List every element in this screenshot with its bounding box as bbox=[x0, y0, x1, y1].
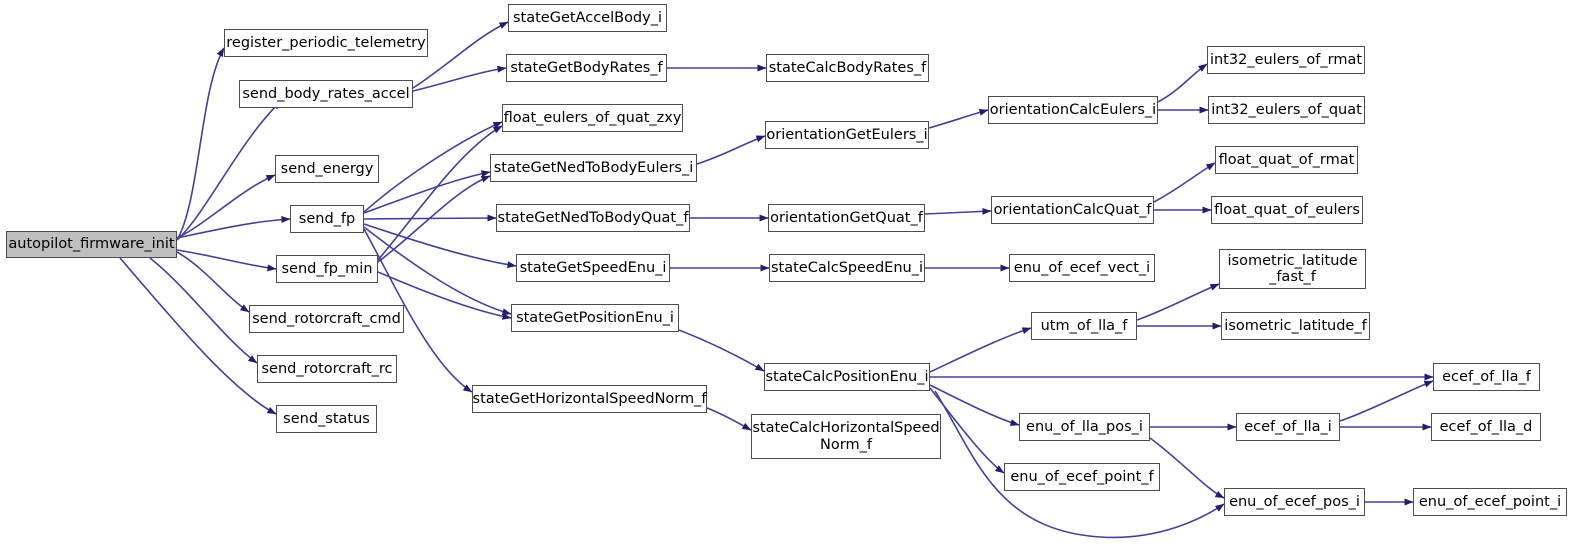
edge-send_fp-to-stateGetSpeedEnu_i bbox=[363, 223, 517, 269]
graph-node-ecef_of_lla_i[interactable]: ecef_of_lla_i bbox=[1236, 413, 1340, 441]
edge-send_fp-to-stateGetNedToBodyQuat_f bbox=[363, 214, 497, 222]
edge-send_fp_min-to-float_eulers_of_quat_zxy bbox=[377, 125, 503, 261]
graph-node-orientationGetQuat_f[interactable]: orientationGetQuat_f bbox=[768, 204, 925, 232]
graph-node-isometric_latitude_f[interactable]: isometric_latitude_f bbox=[1221, 312, 1370, 340]
edge-autopilot_firmware_init-to-register_periodic_telemetry bbox=[176, 47, 225, 241]
edge-stateGetNedToBodyEulers_i-to-orientationGetEulers_i bbox=[696, 135, 766, 165]
graph-node-autopilot_firmware_init[interactable]: autopilot_firmware_init bbox=[6, 231, 177, 258]
graph-node-enu_of_lla_pos_i[interactable]: enu_of_lla_pos_i bbox=[1019, 413, 1150, 441]
edge-send_fp-to-float_eulers_of_quat_zxy bbox=[363, 121, 503, 213]
edge-autopilot_firmware_init-to-send_rotorcraft_cmd bbox=[176, 251, 250, 313]
graph-node-stateGetHorizontalSpeedNorm_f[interactable]: stateGetHorizontalSpeedNorm_f bbox=[472, 385, 707, 413]
graph-node-orientationGetEulers_i[interactable]: orientationGetEulers_i bbox=[765, 121, 929, 149]
edge-ecef_of_lla_i-to-ecef_of_lla_f bbox=[1339, 380, 1434, 422]
graph-node-stateGetNedToBodyEulers_i[interactable]: stateGetNedToBodyEulers_i bbox=[490, 154, 697, 182]
graph-node-send_energy[interactable]: send_energy bbox=[275, 155, 379, 183]
edge-send_fp-to-stateGetPositionEnu_i bbox=[363, 226, 512, 316]
edge-stateCalcPositionEnu_i-to-enu_of_lla_pos_i bbox=[929, 384, 1020, 426]
graph-node-stateGetNedToBodyQuat_f[interactable]: stateGetNedToBodyQuat_f bbox=[496, 204, 690, 232]
graph-node-register_periodic_telemetry[interactable]: register_periodic_telemetry bbox=[224, 29, 428, 57]
graph-node-enu_of_ecef_vect_i[interactable]: enu_of_ecef_vect_i bbox=[1009, 254, 1155, 282]
graph-node-ecef_of_lla_d[interactable]: ecef_of_lla_d bbox=[1431, 413, 1541, 441]
edge-orientationGetEulers_i-to-orientationCalcEulers_i bbox=[928, 108, 989, 129]
graph-node-isometric_latitude_fast_f[interactable]: isometric_latitude _fast_f bbox=[1219, 249, 1366, 289]
graph-node-float_eulers_of_quat_zxy[interactable]: float_eulers_of_quat_zxy bbox=[502, 104, 683, 132]
graph-node-int32_eulers_of_rmat[interactable]: int32_eulers_of_rmat bbox=[1207, 46, 1365, 74]
graph-node-stateCalcBodyRates_f[interactable]: stateCalcBodyRates_f bbox=[766, 54, 929, 82]
edge-utm_of_lla_f-to-isometric_latitude_fast_f bbox=[1136, 283, 1220, 321]
graph-node-send_status[interactable]: send_status bbox=[276, 405, 377, 433]
edge-send_fp-to-stateGetNedToBodyEulers_i bbox=[363, 170, 491, 214]
edge-autopilot_firmware_init-to-send_energy bbox=[176, 174, 276, 239]
graph-node-stateCalcHorizontalSpeedNorm_f[interactable]: stateCalcHorizontalSpeed Norm_f bbox=[751, 414, 941, 459]
graph-node-enu_of_ecef_pos_i[interactable]: enu_of_ecef_pos_i bbox=[1224, 488, 1365, 516]
edge-orientationCalcQuat_f-to-float_quat_of_rmat bbox=[1153, 162, 1216, 203]
edge-stateGetPositionEnu_i-to-stateCalcPositionEnu_i bbox=[678, 329, 765, 372]
graph-node-orientationCalcQuat_f[interactable]: orientationCalcQuat_f bbox=[991, 196, 1154, 224]
graph-node-int32_eulers_of_quat[interactable]: int32_eulers_of_quat bbox=[1208, 96, 1365, 124]
graph-node-stateCalcSpeedEnu_i[interactable]: stateCalcSpeedEnu_i bbox=[769, 254, 925, 282]
edge-orientationCalcEulers_i-to-int32_eulers_of_rmat bbox=[1157, 63, 1208, 103]
graph-node-send_fp[interactable]: send_fp bbox=[290, 205, 364, 233]
graph-node-stateGetAccelBody_i[interactable]: stateGetAccelBody_i bbox=[508, 4, 667, 32]
edge-autopilot_firmware_init-to-send_rotorcraft_rc bbox=[149, 257, 258, 364]
graph-node-stateCalcPositionEnu_i[interactable]: stateCalcPositionEnu_i bbox=[764, 363, 930, 391]
graph-node-enu_of_ecef_point_i[interactable]: enu_of_ecef_point_i bbox=[1413, 488, 1567, 516]
edge-autopilot_firmware_init-to-send_fp_min bbox=[176, 249, 277, 272]
edge-autopilot_firmware_init-to-send_body_rates_accel bbox=[176, 100, 282, 241]
edge-autopilot_firmware_init-to-send_fp bbox=[176, 215, 291, 239]
graph-node-stateGetSpeedEnu_i[interactable]: stateGetSpeedEnu_i bbox=[516, 254, 670, 282]
graph-node-stateGetBodyRates_f[interactable]: stateGetBodyRates_f bbox=[506, 54, 667, 82]
graph-node-float_quat_of_rmat[interactable]: float_quat_of_rmat bbox=[1215, 146, 1358, 174]
graph-node-send_body_rates_accel[interactable]: send_body_rates_accel bbox=[239, 80, 413, 108]
graph-node-stateGetPositionEnu_i[interactable]: stateGetPositionEnu_i bbox=[511, 304, 679, 332]
edge-stateCalcPositionEnu_i-to-utm_of_lla_f bbox=[929, 327, 1032, 373]
graph-node-orientationCalcEulers_i[interactable]: orientationCalcEulers_i bbox=[988, 96, 1158, 124]
graph-node-float_quat_of_eulers[interactable]: float_quat_of_eulers bbox=[1211, 196, 1363, 224]
graph-node-ecef_of_lla_f[interactable]: ecef_of_lla_f bbox=[1433, 363, 1540, 391]
edge-stateCalcPositionEnu_i-to-enu_of_ecef_point_f bbox=[929, 387, 1005, 474]
graph-node-send_rotorcraft_rc[interactable]: send_rotorcraft_rc bbox=[257, 355, 397, 383]
graph-node-utm_of_lla_f[interactable]: utm_of_lla_f bbox=[1031, 312, 1137, 340]
edge-stateGetHorizontalSpeedNorm_f-to-stateCalcHorizontalSpeedNorm_f bbox=[706, 407, 752, 431]
edge-send_body_rates_accel-to-stateGetBodyRates_f bbox=[412, 65, 507, 92]
graph-node-enu_of_ecef_point_f[interactable]: enu_of_ecef_point_f bbox=[1004, 463, 1160, 491]
graph-node-send_rotorcraft_cmd[interactable]: send_rotorcraft_cmd bbox=[249, 305, 404, 333]
edge-enu_of_lla_pos_i-to-enu_of_ecef_pos_i bbox=[1149, 437, 1225, 499]
edge-send_fp_min-to-stateGetNedToBodyEulers_i bbox=[377, 175, 491, 263]
graph-node-send_fp_min[interactable]: send_fp_min bbox=[276, 255, 378, 283]
edge-orientationGetQuat_f-to-orientationCalcQuat_f bbox=[924, 207, 992, 215]
edge-autopilot_firmware_init-to-send_status bbox=[119, 257, 277, 415]
